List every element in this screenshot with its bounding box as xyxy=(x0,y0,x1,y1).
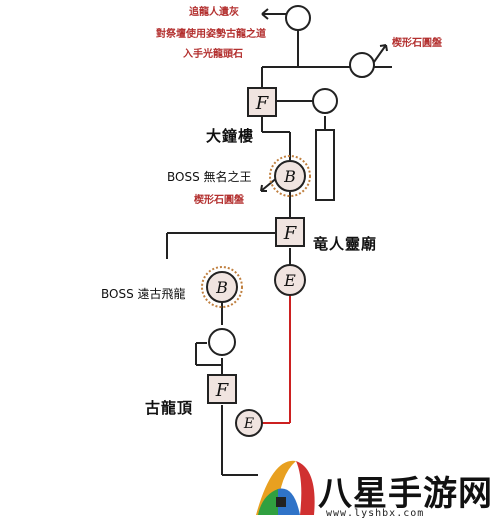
bonfire-dragon-shrine: F xyxy=(275,217,305,247)
boss-ancient-wyvern-ring xyxy=(201,266,243,308)
boss-nameless-king-node xyxy=(274,160,306,192)
logo-window xyxy=(276,497,286,507)
bonfire-ancient-peak: F xyxy=(207,374,237,404)
logo-arch-red xyxy=(296,461,315,515)
node-peak-upper xyxy=(208,328,236,356)
boss-ancient-wyvern-node xyxy=(206,271,238,303)
bonfire-bell-tower: F xyxy=(247,87,277,117)
exit-dragon-shrine-node xyxy=(274,264,306,296)
boss-ancient-wyvern-letter: B xyxy=(215,278,228,297)
node-bell-right xyxy=(312,88,338,114)
label-big-bell-tower: 大鐘樓 xyxy=(206,127,255,145)
label-boss-nameless-king: BOSS 無名之王 xyxy=(167,170,252,184)
logo-arch-blue xyxy=(278,488,300,515)
label-boss-ancient-wyvern: BOSS 遠古飛龍 xyxy=(101,287,186,301)
note-top-line3: 入手光龍頭石 xyxy=(183,49,243,60)
node-top-right xyxy=(349,52,375,78)
note-stone-mid: 楔形石圓盤 xyxy=(194,195,244,206)
logo-arch-green xyxy=(258,489,278,515)
note-top-line1: 追龍人遺灰 xyxy=(189,7,239,18)
red-route xyxy=(262,295,291,424)
bonfire-dragon-shrine-letter: F xyxy=(283,223,298,244)
boss-nameless-king: B xyxy=(269,155,311,197)
bonfire-ancient-peak-box xyxy=(207,374,237,404)
label-ancient-dragon-peak: 古龍頂 xyxy=(145,399,194,417)
bonfire-bell-tower-box xyxy=(247,87,277,117)
exit-dragon-shrine-letter: E xyxy=(283,271,296,290)
bonfire-dragon-shrine-box xyxy=(275,217,305,247)
bonfire-bell-tower-letter: F xyxy=(255,93,270,114)
arrow-top-left-icon xyxy=(261,8,286,20)
arrow-top-right-icon xyxy=(373,44,388,63)
exit-ancient-peak: E xyxy=(235,409,263,437)
note-stone-top-right: 楔形石圓盤 xyxy=(392,38,442,49)
watermark-name: 八星手游网 xyxy=(318,474,493,514)
label-dragon-shrine: 竜人靈廟 xyxy=(313,235,378,253)
watermark-url: www.lyshbx.com xyxy=(326,508,425,519)
watermark-logo xyxy=(256,460,315,515)
bonfire-ancient-peak-letter: F xyxy=(215,380,230,401)
note-top-line2: 對祭壇使用姿勢古龍之道 xyxy=(156,29,266,40)
exit-ancient-peak-node xyxy=(235,409,263,437)
node-top xyxy=(285,5,311,31)
boss-nameless-king-letter: B xyxy=(283,167,296,186)
side-room xyxy=(315,129,335,201)
boss-nameless-king-ring xyxy=(269,155,311,197)
exit-ancient-peak-letter: E xyxy=(243,416,254,432)
exit-dragon-shrine: E xyxy=(274,264,306,296)
map-connections xyxy=(166,30,392,476)
boss-ancient-wyvern: B xyxy=(201,266,243,308)
